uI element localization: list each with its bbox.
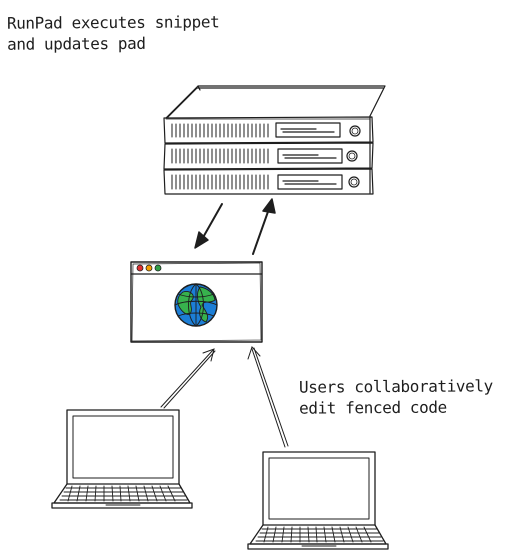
laptop-icon [51,409,193,509]
server-rack-icon [163,85,386,195]
server-unit [163,142,374,170]
close-dot-icon [136,264,144,272]
server-annotation-line-1: RunPad executes snippet [6,12,220,33]
users-annotation: Users collaboratively edit fenced code [299,375,493,418]
web-browser-icon [130,261,263,343]
users-annotation-line-1: Users collaboratively [298,376,493,397]
minimize-dot-icon [145,264,153,272]
server-annotation: RunPad executes snippet and updates pad [7,11,220,54]
server-unit [163,116,374,144]
globe-icon [174,283,218,327]
arrow-browser-to-server [252,198,276,255]
arrow-laptop-left-to-browser [160,348,216,409]
arrow-server-to-browser [194,203,223,249]
maximize-dot-icon [154,264,162,272]
laptop-icon [247,451,389,550]
users-annotation-line-2: edit fenced code [299,397,447,418]
arrow-laptop-right-to-browser [247,346,289,448]
server-unit [163,168,374,195]
server-annotation-line-2: and updates pad [7,33,146,54]
